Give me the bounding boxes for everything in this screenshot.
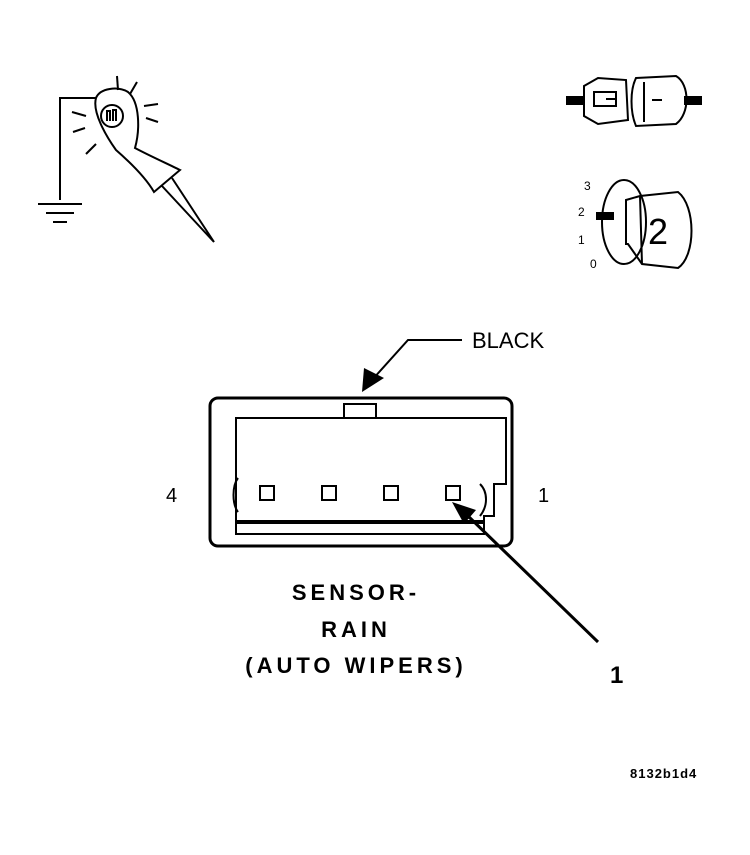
connector-title: SENSOR- RAIN (AUTO WIPERS): [245, 580, 466, 678]
ignition-pos-1: 1: [578, 233, 585, 247]
connector-icon: [566, 74, 702, 128]
pin-cavity-4: [259, 485, 275, 501]
connector-face: 4 1: [166, 396, 549, 548]
wire-color-label: BLACK: [472, 328, 544, 353]
pin-number-right: 1: [538, 485, 549, 507]
pin-cavity-2: [383, 485, 399, 501]
title-line-2: RAIN: [321, 617, 391, 642]
title-line-3: (AUTO WIPERS): [245, 653, 466, 678]
wire-color-callout: BLACK: [362, 328, 544, 392]
ignition-pos-0: 0: [590, 257, 597, 271]
ignition-pos-2: 2: [578, 205, 585, 219]
pin-number-left: 4: [166, 485, 177, 507]
pin-cavity-3: [321, 485, 337, 501]
callout-arrow: 1: [452, 502, 623, 689]
pin-cavity-1: [445, 485, 461, 501]
test-probe-ground-icon: [38, 75, 215, 243]
callout-number: 1: [610, 662, 623, 689]
ignition-switch-icon: 3 2 1 0 2: [578, 179, 693, 271]
figure-code: 8132b1d4: [630, 766, 697, 781]
title-line-1: SENSOR-: [292, 580, 420, 605]
ignition-key-label: 2: [648, 211, 668, 252]
ignition-pos-3: 3: [584, 179, 591, 193]
